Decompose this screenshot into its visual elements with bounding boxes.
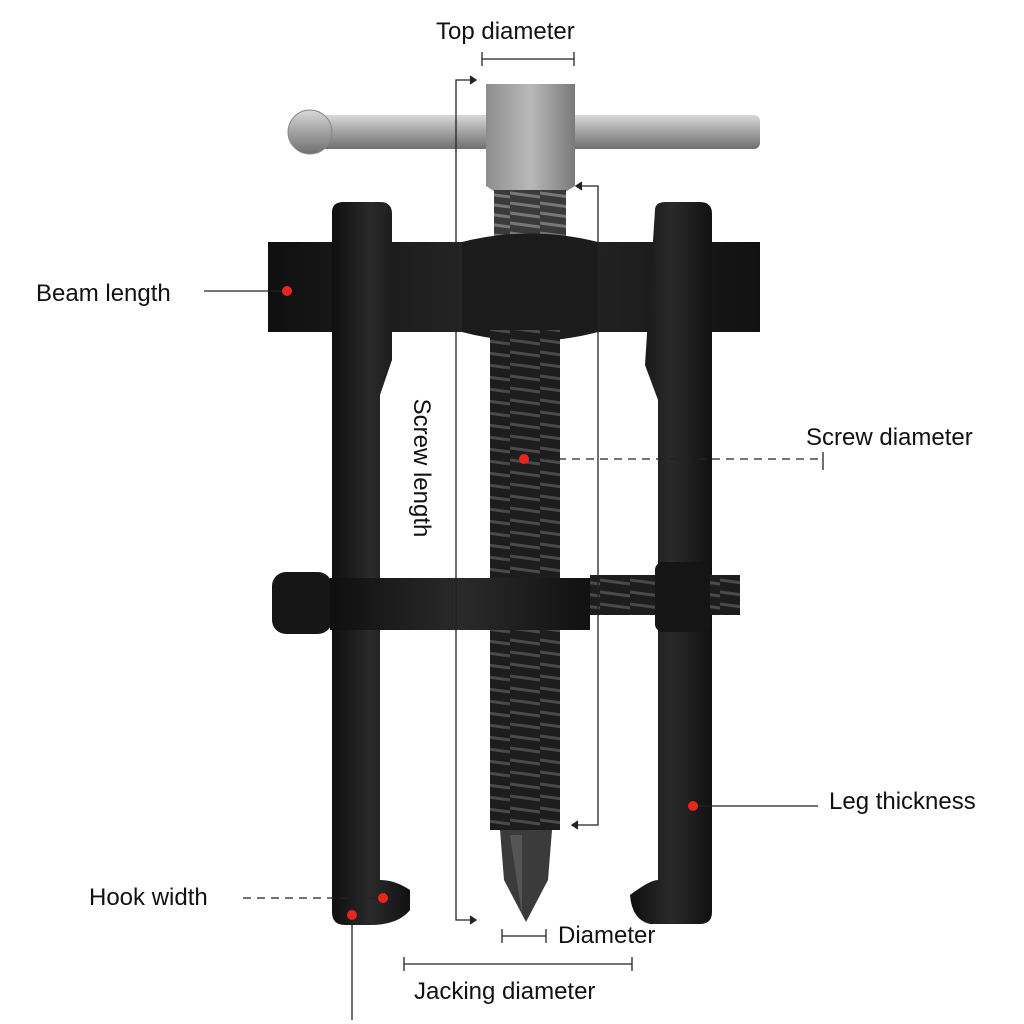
screw-length-line — [455, 79, 474, 921]
hook-width-label: Hook width — [89, 884, 208, 911]
jacking-diameter-label: Jacking diameter — [414, 978, 596, 1005]
thread-length-line — [572, 185, 599, 826]
cross-bar — [272, 562, 740, 634]
diameter-line — [501, 929, 547, 943]
diameter-label: Diameter — [558, 922, 656, 949]
top-diameter-label: Top diameter — [436, 18, 575, 45]
top-diameter-line — [481, 52, 575, 66]
leg-marker-dot — [688, 801, 698, 811]
top-hex-nut — [486, 84, 575, 195]
left-leg — [332, 202, 410, 925]
hook-bottom-marker-dot — [347, 910, 357, 920]
beam-marker-dot — [282, 286, 292, 296]
marker-dots — [282, 286, 698, 920]
screw-length-label: Screw length — [408, 398, 435, 538]
dimension-lines — [204, 52, 824, 1020]
hook-marker-dot — [378, 893, 388, 903]
screw-diameter-label: Screw diameter — [806, 424, 973, 451]
jacking-diameter-line — [403, 957, 633, 971]
screw-marker-dot — [519, 454, 529, 464]
beam-length-label: Beam length — [36, 280, 171, 307]
leg-thickness-label: Leg thickness — [829, 788, 976, 815]
